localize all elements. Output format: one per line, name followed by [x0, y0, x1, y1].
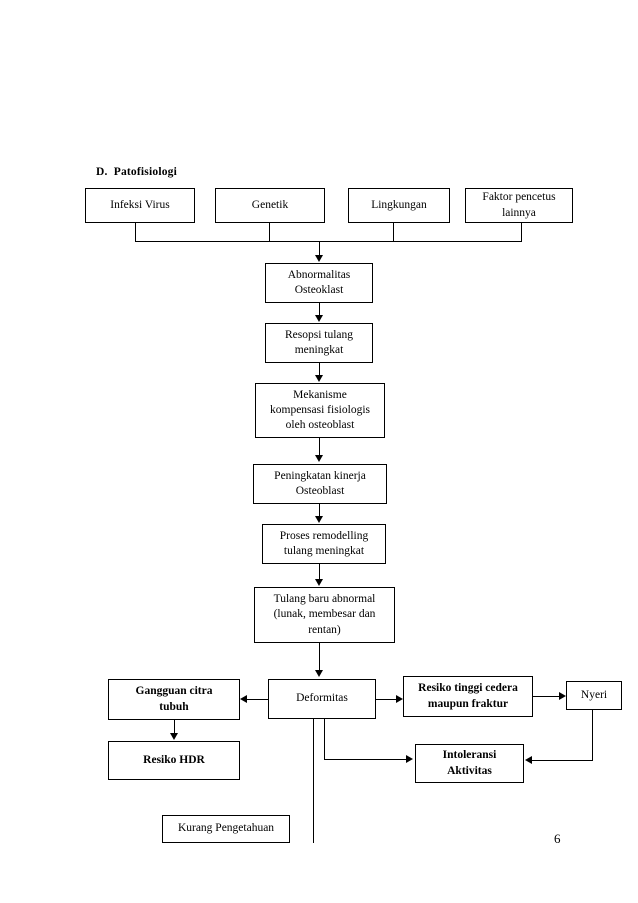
edge-gangguan-hdr — [174, 720, 175, 734]
node-tulang-baru-line3: rentan) — [308, 623, 341, 636]
node-mekanisme-kompensasi[interactable]: Mekanisme kompensasi fisiologis oleh ost… — [255, 383, 385, 438]
node-tulang-baru-line1: Tulang baru abnormal — [273, 593, 376, 606]
edge-nyeri-drop — [592, 710, 593, 760]
node-infeksi-virus-label: Infeksi Virus — [110, 198, 170, 211]
arrow-down-icon — [315, 579, 323, 586]
node-lingkungan-label: Lingkungan — [371, 198, 427, 211]
edge-resopsi-mekanisme — [319, 363, 320, 376]
arrow-left-icon — [240, 695, 247, 703]
node-gangguan-citra-line2: tubuh — [159, 700, 189, 713]
edge-genetik-drop — [269, 223, 270, 242]
node-gangguan-citra-line1: Gangguan citra — [135, 685, 213, 698]
arrow-down-icon — [170, 733, 178, 740]
arrow-down-icon — [315, 375, 323, 382]
node-lingkungan[interactable]: Lingkungan — [348, 188, 450, 223]
edge-resikotinggi-nyeri — [533, 696, 559, 697]
node-mekanisme-line3: oleh osteoblast — [285, 419, 355, 432]
edge-deformitas-drop-right — [324, 719, 325, 759]
node-abnormalitas-line1: Abnormalitas — [287, 268, 351, 281]
edge-tulangbaru-deformitas — [319, 643, 320, 671]
edge-merge-to-abnormalitas — [319, 241, 320, 256]
node-resopsi-tulang-label: Resopsi tulang meningkat — [269, 328, 369, 358]
node-nyeri-label: Nyeri — [580, 688, 608, 701]
node-faktor-pencetus[interactable]: Faktor pencetus lainnya — [465, 188, 573, 223]
node-abnormalitas[interactable]: Abnormalitas Osteoklast — [265, 263, 373, 303]
node-abnormalitas-label: Abnormalitas Osteoklast — [269, 268, 369, 298]
edge-infeksi-drop — [135, 223, 136, 242]
node-intoleransi-line2: Aktivitas — [447, 764, 492, 777]
node-resiko-tinggi-line1: Resiko tinggi cedera — [418, 682, 518, 695]
node-remodelling-line2: tulang meningkat — [283, 545, 365, 557]
edge-deformitas-gangguan — [247, 699, 268, 700]
node-resiko-hdr[interactable]: Resiko HDR — [108, 741, 240, 780]
node-gangguan-citra-label: Gangguan citra tubuh — [112, 684, 236, 714]
node-genetik[interactable]: Genetik — [215, 188, 325, 223]
node-tulang-baru-abnormal[interactable]: Tulang baru abnormal (lunak, membesar da… — [254, 587, 395, 643]
arrow-down-icon — [315, 255, 323, 262]
node-mekanisme-label: Mekanisme kompensasi fisiologis oleh ost… — [259, 388, 381, 434]
node-peningkatan-line2: Osteoblast — [295, 485, 345, 497]
edge-merge-bar — [135, 241, 522, 242]
node-mekanisme-line1: Mekanisme — [293, 388, 347, 401]
node-intoleransi-label: Intoleransi Aktivitas — [419, 748, 520, 778]
node-peningkatan-kinerja[interactable]: Peningkatan kinerja Osteoblast — [253, 464, 387, 504]
node-faktor-pencetus-line1: Faktor pencetus — [482, 191, 556, 204]
page-number: 6 — [554, 831, 561, 846]
arrow-right-icon — [406, 755, 413, 763]
node-abnormalitas-line2: Osteoklast — [294, 284, 344, 296]
node-kurang-pengetahuan-label: Kurang Pengetahuan — [177, 822, 275, 835]
node-gangguan-citra-tubuh[interactable]: Gangguan citra tubuh — [108, 679, 240, 720]
arrow-right-icon — [559, 692, 566, 700]
node-genetik-label: Genetik — [251, 198, 289, 211]
node-intoleransi-line1: Intoleransi — [442, 749, 497, 762]
node-intoleransi-aktivitas[interactable]: Intoleransi Aktivitas — [415, 744, 524, 783]
node-kurang-pengetahuan[interactable]: Kurang Pengetahuan — [162, 815, 290, 843]
node-faktor-pencetus-line2: lainnya — [502, 206, 536, 219]
node-deformitas-label: Deformitas — [296, 692, 348, 705]
edge-peningkatan-remodelling — [319, 504, 320, 517]
node-resiko-hdr-label: Resiko HDR — [143, 753, 205, 766]
edge-mekanisme-peningkatan — [319, 438, 320, 456]
node-proses-remodelling[interactable]: Proses remodelling tulang meningkat — [262, 524, 386, 564]
arrow-right-icon — [396, 695, 403, 703]
edge-deformitas-long-drop — [313, 719, 314, 843]
arrow-down-icon — [315, 670, 323, 677]
node-remodelling-label: Proses remodelling tulang meningkat — [266, 529, 382, 559]
edge-nyeri-to-intoleransi — [532, 760, 593, 761]
edge-deformitas-resikotinggi — [376, 699, 396, 700]
edge-deformitas-to-intoleransi — [324, 759, 406, 760]
node-resopsi-tulang[interactable]: Resopsi tulang meningkat — [265, 323, 373, 363]
section-title: D. Patofisiologi — [96, 166, 178, 178]
edge-remodelling-tulangbaru — [319, 564, 320, 580]
arrow-down-icon — [315, 315, 323, 322]
node-peningkatan-label: Peningkatan kinerja Osteoblast — [257, 469, 383, 499]
node-resiko-tinggi-label: Resiko tinggi cedera maupun fraktur — [407, 681, 529, 711]
node-tulang-baru-label: Tulang baru abnormal (lunak, membesar da… — [258, 592, 391, 638]
node-resopsi-line1: Resopsi tulang — [284, 328, 354, 341]
edge-abnormalitas-resopsi — [319, 303, 320, 316]
node-remodelling-line1: Proses remodelling — [279, 529, 369, 542]
node-tulang-baru-line2: (lunak, membesar dan — [273, 608, 376, 621]
arrow-left-icon — [525, 756, 532, 764]
node-resiko-tinggi-line2: maupun fraktur — [427, 697, 509, 710]
arrow-down-icon — [315, 516, 323, 523]
edge-lingkungan-drop — [393, 223, 394, 242]
node-nyeri[interactable]: Nyeri — [566, 681, 622, 710]
node-deformitas[interactable]: Deformitas — [268, 679, 376, 719]
node-mekanisme-line2: kompensasi fisiologis — [270, 403, 370, 416]
node-faktor-pencetus-label: Faktor pencetus lainnya — [469, 190, 569, 220]
node-resiko-tinggi-cedera[interactable]: Resiko tinggi cedera maupun fraktur — [403, 676, 533, 717]
edge-faktor-drop — [521, 223, 522, 242]
arrow-down-icon — [315, 455, 323, 462]
node-peningkatan-line1: Peningkatan kinerja — [274, 469, 366, 482]
node-resopsi-line2: meningkat — [294, 344, 344, 356]
node-infeksi-virus[interactable]: Infeksi Virus — [85, 188, 195, 223]
